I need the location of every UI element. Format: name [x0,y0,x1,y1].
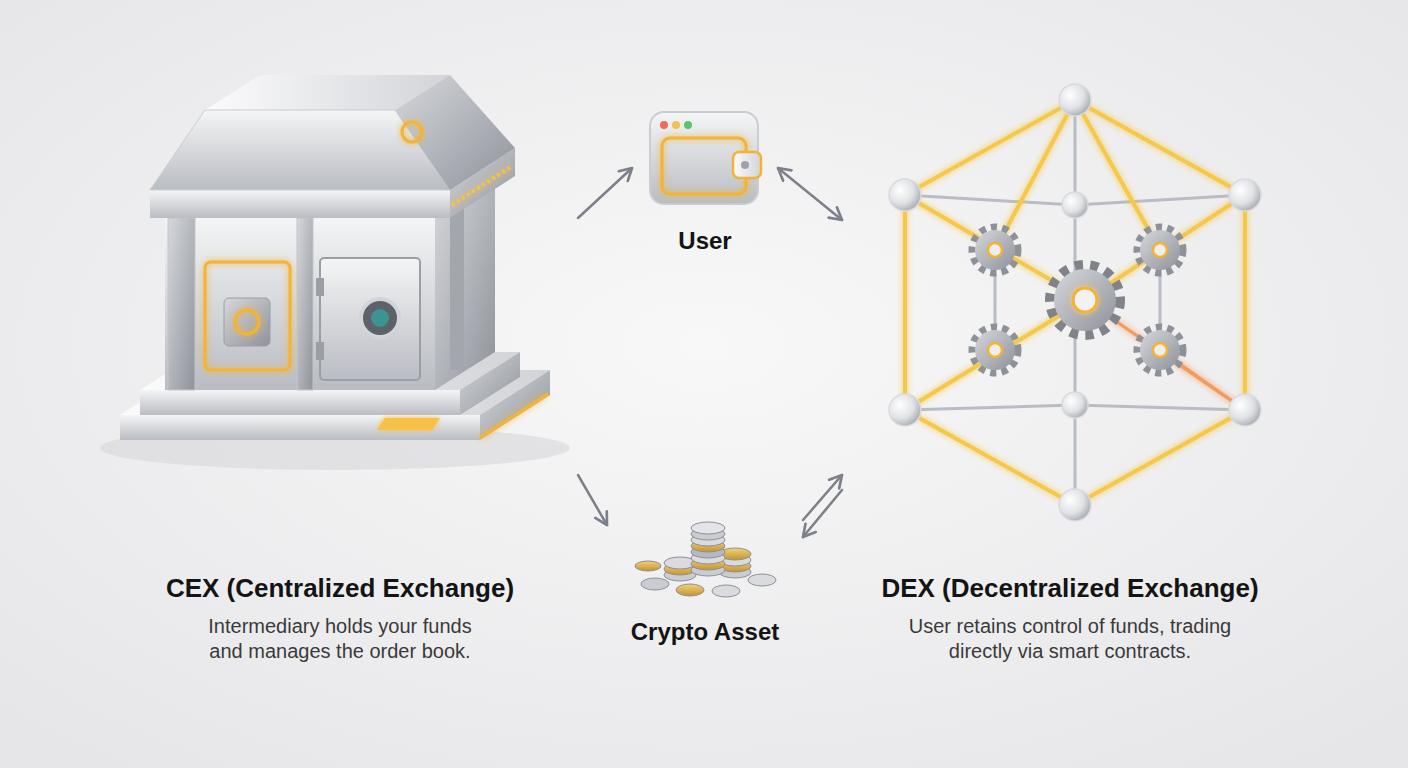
network-icon-part-part [988,343,1002,357]
coins-icon-part [676,584,704,596]
network-icon-part-part [1229,394,1261,426]
network-icon-part-part [1138,328,1182,372]
network-icon-part-part [905,195,1075,205]
network-icon-part-part [1229,179,1261,211]
network-icon-part [973,228,1017,272]
network-icon-part-part [1059,489,1091,521]
bank-building-icon-part [125,437,475,440]
bank-building-icon-part [450,200,464,370]
network-icon-part-part [975,230,1015,270]
coins-icon-part [691,522,725,534]
network-icon-part-part [1073,288,1097,312]
network-icon-part [1051,266,1119,334]
arrow-connector [778,168,842,220]
network-icon-part-part [1140,330,1180,370]
bank-building-icon-part [361,299,399,337]
bank-building-icon-part [158,204,442,208]
network-icon-part-part [905,100,1245,505]
network-icon-part-part [973,228,1017,272]
coins-icon-part [748,574,776,586]
bank-building-icon-part [316,278,324,296]
network-icon-part-part [973,328,1017,372]
network-icon-part-part [905,405,1075,410]
network-icon-part-part [1054,269,1116,331]
bank-building-icon-part [402,122,422,142]
wallet-icon-part [741,161,749,169]
exchange-node: CEX (Centralized Exchange) Intermediary h… [106,90,574,664]
bank-building-icon-part [235,310,259,334]
network-icon-part-part [1138,228,1182,272]
coins-icon-part [712,585,740,597]
network-icon-part-part [1153,343,1167,357]
network-icon-part [889,84,1261,521]
bank-building-icon-part [120,415,480,440]
network-icon-part-part [1075,405,1245,410]
node-heading: CEX (Centralized Exchange) [106,572,574,604]
bank-building-icon-part [205,262,290,370]
bank-building-icon-part [150,190,450,218]
wallet-icon [650,112,761,204]
bank-building-icon-part [297,218,313,390]
bank-building-icon-part [371,309,389,327]
coins-icon [635,522,776,597]
arrow-connector [578,168,632,218]
network-icon-part-part [1140,230,1180,270]
wallet-icon-part [733,152,761,178]
node-heading: DEX (Decentralized Exchange) [846,572,1294,604]
bank-building-icon-part [165,215,435,390]
network-icon-part [905,100,1245,505]
bank-building-icon-part [480,394,548,438]
wallet-icon-part [660,121,668,129]
network-icon-part-part [1075,195,1245,205]
network-icon-part-part [905,300,1085,410]
network-icon [889,84,1261,521]
wallet-icon-part [672,121,680,129]
network-icon-part-part [1153,243,1167,257]
network-icon-part-part [1051,266,1119,334]
asset-node: Crypto Asset [611,495,799,647]
network-icon-part-part [1059,84,1091,116]
network-icon-part [1138,228,1182,272]
node-heading: Crypto Asset [611,617,799,647]
network-icon-part [905,100,1245,505]
arrow-connector [578,475,607,525]
network-icon-part-part [975,330,1015,370]
node-description: User retains control of funds, trading d… [898,614,1243,664]
bank-building-icon-part [316,342,324,360]
user-node: User [636,100,774,256]
network-icon-part-part [889,394,921,426]
network-icon-part [973,328,1017,372]
network-icon-part-part [1062,192,1088,218]
network-icon-part [1138,328,1182,372]
exchange-node: DEX (Decentralized Exchange) User retains… [846,90,1294,664]
bank-building-icon-part [224,298,270,346]
network-icon-part-part [889,179,921,211]
node-heading: User [636,226,774,256]
coins-icon-part [635,561,661,571]
network-icon-part-part [1062,392,1088,418]
bank-building-icon-part [377,418,440,430]
node-description: Intermediary holds your funds and manage… [198,614,483,664]
bank-building-icon-part [140,390,460,415]
network-icon-part-part [988,243,1002,257]
bank-building-icon-part [395,75,515,190]
wallet-icon-part [684,121,692,129]
coins-icon-part [641,578,669,590]
bank-building-icon-part [320,258,420,380]
arrow-connector [803,490,842,537]
bank-building-icon [100,75,570,470]
bank-building-icon-part [168,218,195,390]
